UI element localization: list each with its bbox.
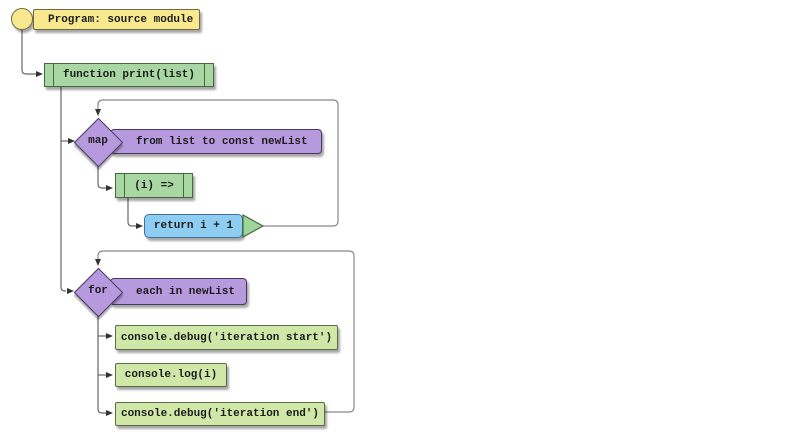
statement-node: console.debug('iteration end'): [115, 402, 325, 426]
start-circle: [11, 8, 33, 30]
for-loop-label-text: each in newList: [136, 285, 236, 298]
arrowhead-icon: [36, 71, 43, 77]
map-diamond-keyword: map: [88, 135, 108, 147]
arrowhead-icon: [67, 288, 74, 294]
connector-paths: [21, 30, 136, 414]
return-node: return i + 1: [144, 214, 243, 238]
statement-label: console.debug('iteration end'): [120, 408, 320, 420]
function-node-label: function print(list): [62, 69, 196, 81]
callback-node-label: (i) =>: [134, 179, 174, 192]
arrowhead-icon: [136, 223, 143, 229]
arrowhead-icon: [106, 333, 113, 339]
connector-callback-to-return: [127, 198, 136, 227]
statement-label: console.log(i): [124, 369, 218, 381]
for-loop-label: each in newList: [110, 278, 247, 305]
arrowhead-icon: [106, 185, 113, 191]
arrowhead-icon: [68, 138, 75, 144]
return-node-label: return i + 1: [153, 220, 234, 232]
connector-for-body-spine: [97, 314, 106, 414]
program-node-label: Program: source module: [48, 13, 194, 26]
for-diamond-keyword: for: [88, 285, 108, 297]
arrowhead-icon: [106, 372, 113, 378]
connector-start-to-function: [21, 30, 36, 75]
arrowhead-icon: [95, 109, 101, 116]
loopback-paths: [97, 99, 355, 413]
map-loop-label: from list to const newList: [110, 129, 322, 154]
function-node: function print(list): [44, 63, 214, 87]
callback-node: (i) =>: [115, 173, 193, 198]
statement-node: console.debug('iteration start'): [115, 325, 338, 350]
program-node: Program: source module: [33, 9, 200, 30]
arrowheads: [36, 71, 143, 416]
connector-map-to-callback: [97, 165, 106, 189]
arrowhead-icon: [95, 259, 101, 266]
statement-node: console.log(i): [115, 363, 227, 387]
return-arrow-icon: [242, 213, 264, 239]
arrowhead-icon: [106, 410, 113, 416]
connector-function-to-for: [60, 87, 66, 292]
loopback-map: [97, 99, 339, 227]
statement-label: console.debug('iteration start'): [120, 331, 333, 344]
loopback-for: [97, 250, 355, 413]
map-loop-label-text: from list to const newList: [136, 135, 308, 148]
